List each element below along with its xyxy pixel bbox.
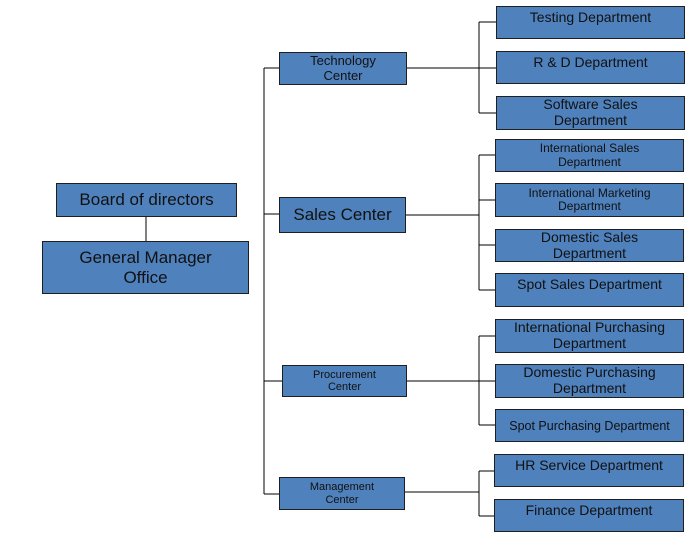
software-sales-department-box: Software Sales Department	[496, 96, 685, 130]
rd-department-box: R & D Department	[496, 51, 685, 84]
domestic-sales-department-box: Domestic Sales Department	[495, 229, 684, 262]
testing-department-box: Testing Department	[496, 6, 685, 39]
sales-center-box: Sales Center	[279, 197, 406, 233]
international-purchasing-department-box: International Purchasing Department	[495, 319, 684, 353]
spot-purchasing-department-box: Spot Purchasing Department	[495, 409, 684, 442]
finance-department-box: Finance Department	[494, 499, 684, 532]
domestic-purchasing-department-box: Domestic Purchasing Department	[495, 364, 684, 398]
international-sales-department-box: International Sales Department	[495, 139, 684, 172]
board-of-directors-box: Board of directors	[56, 183, 237, 217]
technology-center-box: Technology Center	[279, 52, 407, 85]
general-manager-office-box: General Manager Office	[42, 241, 249, 294]
procurement-center-box: Procurement Center	[282, 365, 407, 397]
international-marketing-department-box: International Marketing Department	[495, 183, 684, 217]
hr-service-department-box: HR Service Department	[494, 454, 684, 487]
management-center-box: Management Center	[279, 477, 405, 510]
spot-sales-department-box: Spot Sales Department	[495, 273, 684, 307]
